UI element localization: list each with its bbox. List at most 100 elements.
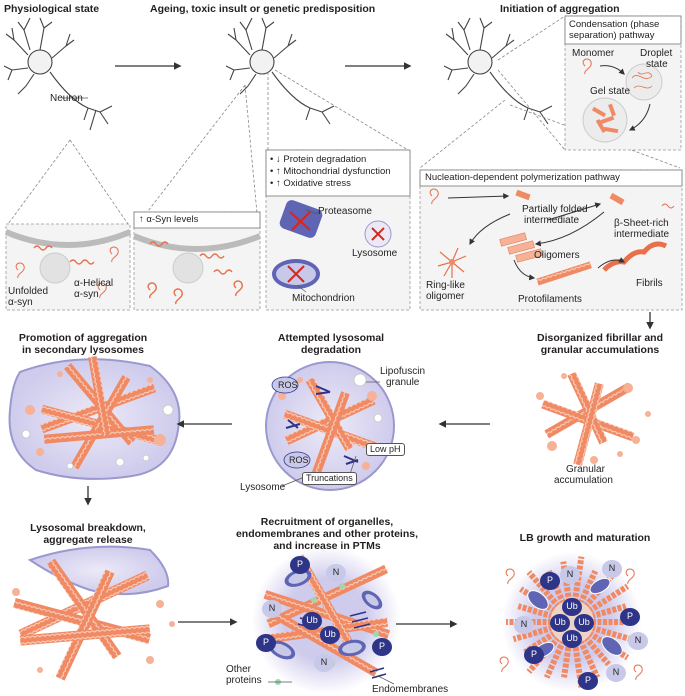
label-other-proteins-2: proteins — [226, 675, 262, 686]
lb-fibril — [561, 641, 573, 678]
ptm-nitration: N — [606, 664, 626, 682]
title-secondary-2: in secondary lysosomes — [22, 344, 144, 356]
ptm-nitration: N — [628, 632, 648, 650]
title-attempted-1: Attempted lysosomal — [277, 332, 385, 344]
label-ros-1: ROS — [278, 380, 298, 390]
label-droplet-2: state — [646, 59, 668, 70]
stress-item: • ↑ Mitochondrial dysfunction — [270, 166, 391, 177]
label-neuron: Neuron — [50, 93, 83, 104]
lb-fibril — [590, 603, 627, 620]
label-ring-1: Ring-like — [426, 280, 465, 291]
title-lb-growth: LB growth and maturation — [519, 532, 651, 544]
lb-fibril — [577, 569, 598, 606]
label-truncations: Truncations — [302, 472, 357, 485]
title-disorganized-2: granular accumulations — [540, 344, 660, 356]
label-condensation-1: Condensation (phase — [569, 19, 660, 30]
ptm-ubiquitin: Ub — [562, 598, 582, 616]
ptm-ubiquitin: Ub — [320, 626, 340, 644]
disorganized-aggregate — [541, 371, 635, 466]
stress-list: • ↓ Protein degradation • ↑ Mitochondria… — [270, 154, 391, 190]
mitochondria-recruited — [268, 569, 383, 660]
stress-item: • ↓ Protein degradation — [270, 154, 367, 165]
neuron-healthy — [3, 17, 113, 131]
label-endomembranes: Endomembranes — [372, 684, 449, 695]
ptm-nitration: N — [314, 654, 334, 672]
ptm-phospho: P — [524, 646, 544, 664]
title-disorganized-1: Disorganized fibrillar and — [536, 332, 664, 344]
title-attempted-2: degradation — [300, 344, 362, 356]
label-droplet-1: Droplet — [640, 48, 673, 59]
lb-fibril — [526, 570, 562, 609]
label-low-ph: Low pH — [366, 443, 405, 456]
label-unfolded-1: Unfolded — [8, 286, 49, 297]
label-helical-1: α-Helical — [74, 278, 114, 289]
mitochondrion-shape — [272, 259, 320, 289]
label-beta-1: β-Sheet-rich — [614, 218, 669, 229]
recruitment-aggregate — [263, 554, 391, 677]
released-aggregate — [13, 558, 151, 681]
lb-fibril — [582, 635, 611, 667]
ptm-phospho: P — [540, 572, 560, 590]
lb-fibril — [590, 624, 632, 643]
ptm-phospho: P — [578, 672, 598, 690]
label-mitochondrion: Mitochondrion — [292, 293, 355, 304]
proteasome-shape — [279, 200, 323, 238]
ptm-ubiquitin: Ub — [302, 612, 322, 630]
aggregate-secondary — [40, 355, 158, 470]
ptm-phospho: P — [620, 608, 640, 626]
ptm-nitration: N — [602, 560, 622, 578]
title-ageing: Ageing, toxic insult or genetic predispo… — [150, 3, 376, 15]
title-breakdown-1: Lysosomal breakdown, — [30, 522, 146, 534]
alpha-syn-unfolded — [15, 246, 119, 299]
title-physiological-state: Physiological state — [4, 3, 100, 15]
lb-fibril — [587, 583, 630, 614]
label-condensation-2: separation) pathway — [569, 30, 655, 41]
neuron-initiation — [443, 17, 553, 125]
label-ros-2: ROS — [289, 455, 309, 465]
label-nucleation: Nucleation-dependent polymerization path… — [425, 172, 620, 183]
ptm-ubiquitin: Ub — [550, 614, 570, 632]
ptm-nitration: N — [560, 566, 580, 584]
protease-scissors — [285, 385, 359, 465]
label-syn-levels: ↑ α-Syn levels — [139, 214, 199, 225]
label-beta-2: intermediate — [614, 229, 670, 240]
title-breakdown-2: aggregate release — [43, 534, 133, 546]
ptm-phospho: P — [256, 634, 276, 652]
label-lysosome: Lysosome — [240, 482, 286, 493]
label-proteasome: Proteasome — [318, 206, 372, 217]
label-oligomers: Oligomers — [534, 250, 580, 261]
ptm-ubiquitin: Ub — [574, 614, 594, 632]
label-lipofuscin-1: Lipofuscin — [380, 366, 426, 377]
lb-fibril — [517, 603, 554, 620]
lb-fibril — [512, 624, 554, 643]
ptm-nitration: N — [262, 600, 282, 618]
title-recruitment-3: and increase in PTMs — [273, 540, 381, 552]
label-lysosome-small: Lysosome — [352, 248, 398, 259]
ptm-phospho: P — [372, 638, 392, 656]
lb-fibril — [571, 641, 585, 688]
ptm-ubiquitin: Ub — [562, 630, 582, 648]
label-unfolded-2: α-syn — [8, 297, 33, 308]
label-protofilaments: Protofilaments — [518, 294, 582, 305]
label-monomer: Monomer — [572, 48, 615, 59]
title-initiation: Initiation of aggregation — [500, 3, 620, 15]
title-secondary-1: Promotion of aggregation — [18, 332, 148, 344]
lb-fibril — [577, 638, 601, 679]
label-ring-2: oligomer — [426, 291, 465, 302]
title-recruitment-1: Recruitment of organelles, — [260, 516, 394, 528]
lb-fibril — [543, 638, 567, 679]
label-lipofuscin-2: granule — [386, 377, 420, 388]
neuron-stressed — [225, 17, 335, 125]
label-other-proteins-1: Other — [226, 664, 252, 675]
label-partially-2: intermediate — [524, 215, 580, 226]
label-helical-2: α-syn — [74, 289, 99, 300]
stress-item: • ↑ Oxidative stress — [270, 178, 351, 189]
label-granular-2: accumulation — [554, 475, 613, 486]
label-granular-1: Granular — [566, 464, 605, 475]
alpha-syn-helical — [33, 245, 95, 265]
ptm-nitration: N — [326, 564, 346, 582]
ptm-phospho: P — [290, 556, 310, 574]
title-recruitment-2: endomembranes and other proteins, — [235, 528, 419, 540]
